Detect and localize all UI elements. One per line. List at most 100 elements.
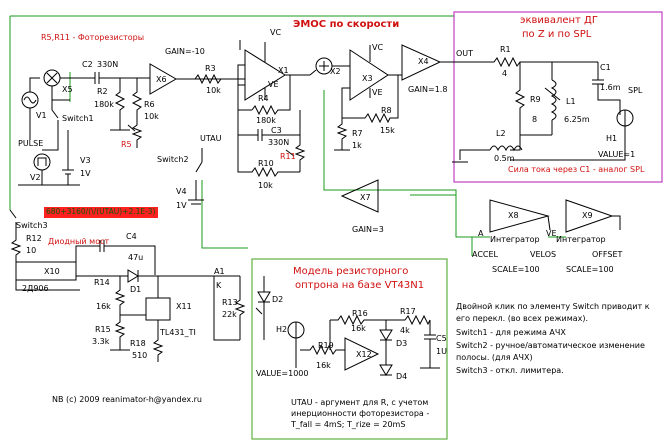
x1-ve: VE — [268, 80, 279, 89]
accel-label: ACCEL — [472, 250, 499, 259]
x6-amplifier-symbol — [149, 63, 178, 95]
x9-scale: SCALE=100 — [566, 265, 614, 274]
c1-label: C1 — [600, 63, 611, 72]
c1-value: 1.6m — [600, 83, 621, 92]
d3-diode — [379, 329, 393, 341]
r19-value: 16k — [316, 361, 331, 370]
tl431-label: TL431_TI — [160, 328, 196, 337]
note-line-1: Двойной клик по элементу Switch приводит… — [456, 302, 650, 311]
optron-note-2: инерционности фоторезистора - — [291, 409, 430, 418]
x9-label: X9 — [582, 211, 593, 220]
v3-label: V3 — [80, 156, 91, 165]
r9-value: 8 — [532, 115, 538, 124]
dg-title-1: эквивалент ДГ — [520, 15, 598, 26]
x9-integrator-label: Интегратор — [556, 235, 606, 244]
c3-value: 330N — [268, 138, 290, 147]
note-line-4: Switch2 - ручное/автоматическое изменени… — [456, 341, 645, 350]
r3-label: R3 — [205, 64, 216, 73]
l1-label: L1 — [566, 97, 576, 106]
v4-value: 1V — [176, 201, 187, 210]
r6-label: R6 — [144, 100, 155, 109]
dg-title-2: по Z и по SPL — [522, 29, 592, 40]
r11-label: R11 — [280, 152, 296, 161]
x6-gain: GAIN=-10 — [165, 47, 205, 56]
a1-pin: A1 — [214, 267, 225, 276]
note-line-2: его перекл. (во всех режимах). — [456, 314, 589, 323]
r14-label: R14 — [94, 278, 110, 287]
dg-equivalent-box — [453, 11, 663, 183]
r5-label: R5 — [121, 140, 132, 149]
x8-scale: SCALE=100 — [492, 265, 540, 274]
d3-label: D3 — [396, 339, 408, 348]
copyright: NB (c) 2009 reanimator-h@yandex.ru — [52, 395, 202, 404]
x7-amplifier-symbol — [340, 179, 379, 213]
r3-value: 10k — [206, 86, 221, 95]
optron-note-3: T_fall = 4mS; T_rize = 20mS — [291, 420, 406, 429]
c2-label: C2 — [82, 60, 93, 69]
x3-vc: VC — [372, 43, 384, 52]
x5-label: X5 — [62, 85, 73, 94]
switch3-label[interactable]: Switch3 — [16, 221, 48, 230]
c3-label: C3 — [271, 126, 282, 135]
x3-label: X3 — [362, 74, 373, 83]
out-label: OUT — [456, 49, 474, 58]
switch2-label[interactable]: Switch2 — [157, 155, 189, 164]
photoresistor-note: R5,R11 - Фоторезисторы — [41, 33, 145, 42]
x12-opamp-symbol — [344, 337, 380, 371]
r13-label: R13 — [222, 298, 238, 307]
optron-title-2: оптрона на базе VT43N1 — [295, 280, 425, 291]
x11-label: X11 — [176, 302, 192, 311]
note-line-6: Switch3 - откл. лимитера. — [456, 366, 564, 375]
r4-value: 180k — [256, 116, 276, 125]
x7-gain: GAIN=3 — [352, 225, 384, 234]
r16-label: R16 — [352, 309, 368, 318]
r1-label: R1 — [500, 45, 511, 54]
r15-label: R15 — [95, 325, 111, 334]
x2-label: X2 — [330, 67, 341, 76]
x3-opamp-symbol — [349, 49, 389, 101]
r17-label: R17 — [400, 307, 416, 316]
x9-integrator-symbol — [565, 199, 614, 233]
d4-diode — [379, 364, 393, 376]
h2-value: VALUE=1000 — [256, 369, 309, 378]
d2-diode — [257, 291, 271, 303]
l1-value: 6.25m — [564, 115, 590, 124]
switch1-label[interactable]: Switch1 — [62, 114, 94, 123]
r18-value: 510 — [132, 351, 148, 360]
r7-value: 1k — [352, 141, 362, 150]
c4-value: 47u — [128, 253, 144, 262]
d4-label: D4 — [396, 372, 408, 381]
optron-note-1: UTAU - аргумент для R, с учетом — [291, 398, 429, 407]
x10-label: X10 — [44, 267, 60, 276]
r6-value: 10k — [144, 112, 159, 121]
x10-diode-bridge — [15, 261, 77, 281]
green-wires — [9, 15, 566, 256]
r17-value: 4k — [400, 326, 410, 335]
h1-label: H1 — [606, 134, 618, 143]
x6-label: X6 — [156, 75, 167, 84]
note-line-3: Switch1 - для режима АЧХ — [456, 328, 566, 337]
x10-value: 2Д906 — [22, 284, 49, 293]
x3-ve: VE — [372, 88, 383, 97]
d1-label: D1 — [130, 285, 142, 294]
x8-a-pin: A — [478, 229, 484, 238]
v2-label: V2 — [30, 173, 41, 182]
x4-amplifier-symbol — [401, 44, 442, 81]
r8-value: 15k — [380, 126, 395, 135]
x11-tl431 — [145, 297, 171, 321]
d2-label: D2 — [272, 295, 284, 304]
utau-label: UTAU — [200, 134, 222, 143]
diode-bridge-label: Диодный мост — [48, 237, 110, 246]
x8-label: X8 — [508, 211, 519, 220]
r19-label: R19 — [318, 341, 334, 350]
r8-label: R8 — [381, 106, 392, 115]
l2-value: 0.5m — [494, 154, 515, 163]
r18-label: R18 — [130, 339, 146, 348]
r15-value: 3.3k — [92, 337, 110, 346]
c4-label: C4 — [126, 232, 137, 241]
d1-diode — [127, 269, 139, 283]
r14-value: 16k — [96, 302, 111, 311]
r10-value: 10k — [258, 181, 273, 190]
h2-label: H2 — [276, 325, 288, 334]
